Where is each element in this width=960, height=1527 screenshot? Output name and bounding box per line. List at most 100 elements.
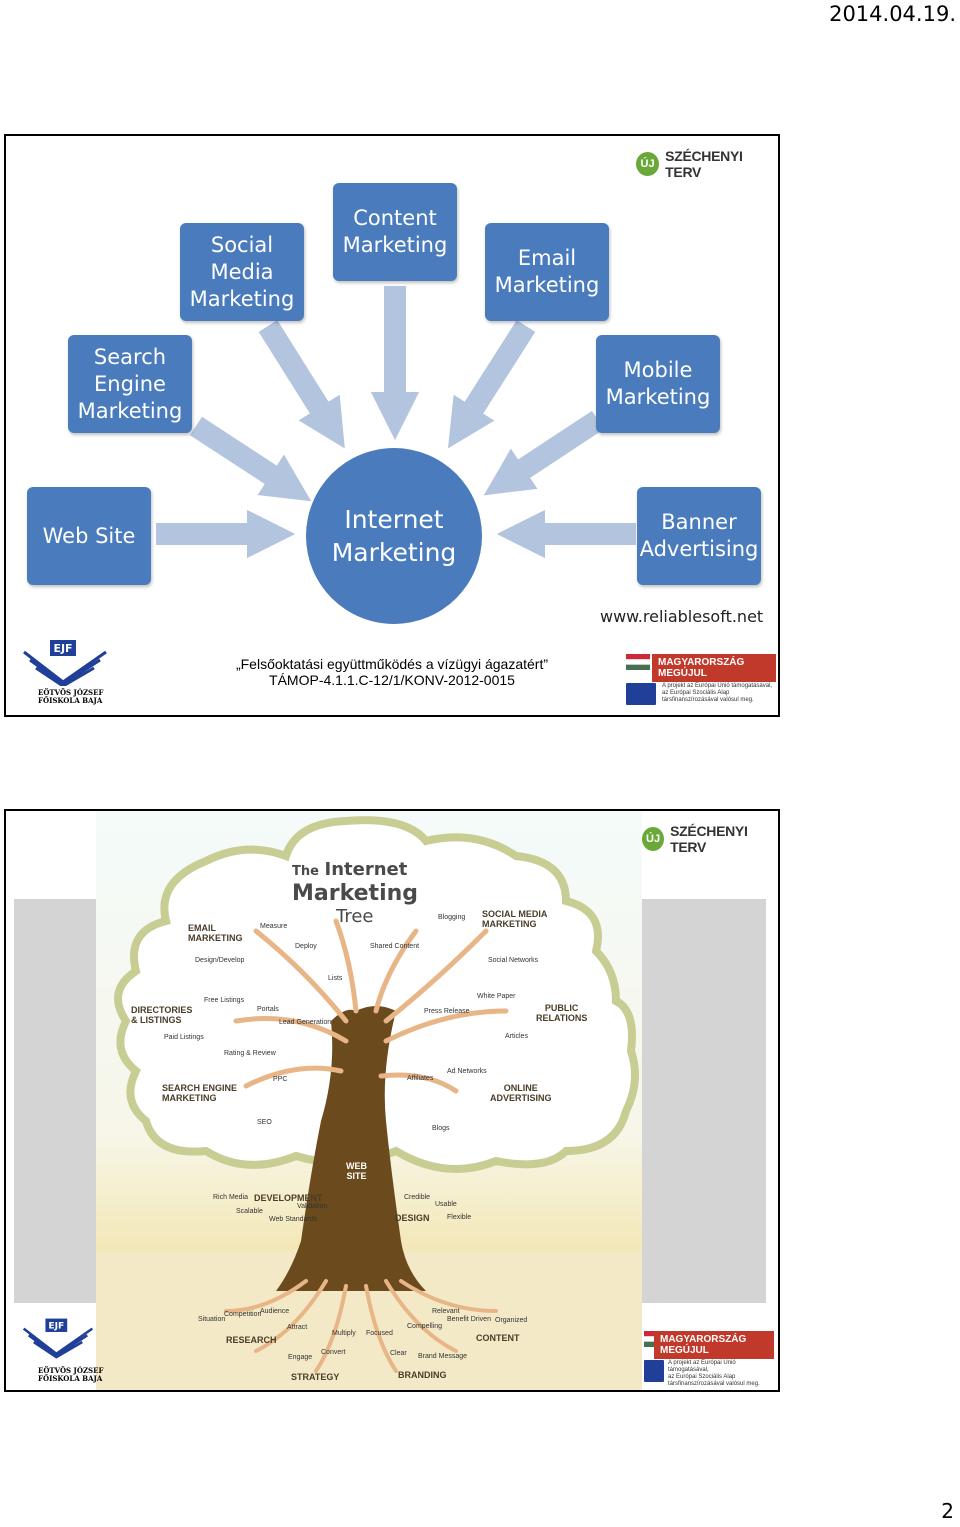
cat-content: CONTENT xyxy=(476,1333,520,1343)
tree-title: The Internet Marketing Tree xyxy=(292,859,442,928)
szechenyi-text-2: SZÉCHENYI TERV xyxy=(670,823,748,855)
label-measure: Measure xyxy=(260,923,288,930)
szechenyi-mark-icon-2: ÚJ xyxy=(642,827,665,851)
label-clear: Clear xyxy=(390,1350,407,1357)
cat-branding: BRANDING xyxy=(398,1370,447,1380)
tree-title-the: The xyxy=(292,864,319,879)
eu-note: A projekt az Európai Unió támogatásával,… xyxy=(662,683,773,703)
label-articles: Articles xyxy=(505,1033,528,1040)
slide-internet-marketing: ÚJ SZÉCHENYI TERV Social Media Marketing… xyxy=(4,134,780,717)
cat-online-advertising: ONLINE ADVERTISING xyxy=(490,1083,552,1103)
school-logo-icon-2: EJF xyxy=(22,1318,94,1359)
eu-flag-icon xyxy=(626,683,656,705)
label-affiliates: Affiliates xyxy=(407,1075,434,1082)
label-free-listings: Free Listings xyxy=(204,997,245,1004)
label-design-develop: Design/Develop xyxy=(195,957,245,964)
cat-research: RESEARCH xyxy=(226,1335,277,1345)
label-social-networks: Social Networks xyxy=(488,957,539,964)
label-brand-message: Brand Message xyxy=(418,1353,468,1360)
label-scalable: Scalable xyxy=(236,1208,263,1215)
hungarian-flag-icon xyxy=(626,654,650,670)
label-blogging: Blogging xyxy=(438,914,466,921)
label-press-release: Press Release xyxy=(424,1008,470,1015)
label-flexible: Flexible xyxy=(447,1214,472,1221)
label-audience: Audience xyxy=(260,1308,290,1315)
box-search-engine-marketing: Search Engine Marketing xyxy=(68,335,192,433)
szechenyi-mark-icon: ÚJ xyxy=(636,152,660,176)
label-shared-content: Shared Content xyxy=(370,943,420,950)
cat-web-site: WEB SITE xyxy=(346,1161,367,1181)
school-name: EÖTVÖS JÓZSEF FŐISKOLA BAJA xyxy=(38,688,104,705)
label-deploy: Deploy xyxy=(295,943,317,950)
szechenyi-text: SZÉCHENYI TERV xyxy=(665,148,743,180)
label-validation: Validation xyxy=(297,1203,328,1210)
magyarorszag-megujul-banner-2: MAGYARORSZÁG MEGÚJUL xyxy=(654,1331,774,1359)
box-mobile-marketing: Mobile Marketing xyxy=(596,335,720,433)
svg-text:EJF: EJF xyxy=(53,642,72,655)
cat-development: DEVELOPMENT xyxy=(254,1193,323,1203)
school-logo-icon: EJF xyxy=(23,640,107,686)
tree-title-tree: Tree xyxy=(336,906,374,927)
label-white-paper: White Paper xyxy=(477,993,516,1000)
label-convert: Convert xyxy=(321,1349,346,1356)
slide-marketing-tree: ÚJ SZÉCHENYI TERV The Internet Marketing… xyxy=(4,809,780,1392)
label-web-standards: Web Standards xyxy=(269,1216,318,1223)
tree-trunk xyxy=(276,1006,426,1291)
tree-illustration xyxy=(96,816,642,1390)
label-relevant: Relevant xyxy=(432,1308,460,1315)
box-web-site: Web Site xyxy=(27,487,151,585)
cat-directories-listings: DIRECTORIES & LISTINGS xyxy=(131,1005,193,1025)
circle-internet-marketing: Internet Marketing xyxy=(306,448,482,624)
label-credible: Credible xyxy=(404,1194,431,1201)
label-rich-media: Rich Media xyxy=(213,1194,249,1201)
cat-public-relations: PUBLIC RELATIONS xyxy=(536,1003,588,1023)
label-seo: SEO xyxy=(257,1119,272,1126)
arrow-social-media xyxy=(258,320,345,449)
source-url: www.reliablesoft.net xyxy=(600,607,764,626)
label-paid-listings: Paid Listings xyxy=(164,1034,204,1041)
label-usable: Usable xyxy=(435,1201,457,1208)
label-ppc: PPC xyxy=(273,1076,288,1083)
szechenyi-logo: ÚJ SZÉCHENYI TERV xyxy=(636,148,778,180)
page-number: 2 xyxy=(941,1499,954,1523)
label-lists: Lists xyxy=(328,975,343,982)
label-compelling: Compelling xyxy=(407,1323,443,1330)
svg-text:EJF: EJF xyxy=(48,1321,64,1332)
footer-project-title: „Felsőoktatási együttműködés a vízügyi á… xyxy=(202,656,582,688)
label-engage: Engage xyxy=(288,1354,313,1361)
foliage-cloud xyxy=(114,816,639,1173)
cat-design: DESIGN xyxy=(395,1213,430,1223)
magyarorszag-megujul-banner: MAGYARORSZÁG MEGÚJUL xyxy=(652,654,776,682)
box-email-marketing: Email Marketing xyxy=(485,223,609,321)
label-benefit-driven: Benefit Driven xyxy=(447,1316,491,1323)
tree-title-marketing: Marketing xyxy=(292,881,419,906)
szechenyi-logo-2: ÚJ SZÉCHENYI TERV xyxy=(642,823,778,855)
school-name-2: EÖTVÖS JÓZSEF FŐISKOLA BAJA xyxy=(38,1366,104,1383)
eu-flag-icon-2 xyxy=(644,1360,664,1382)
label-ad-networks: Ad Networks xyxy=(447,1068,487,1075)
label-multiply: Multiply xyxy=(332,1330,356,1337)
label-focused: Focused xyxy=(366,1330,393,1337)
label-blogs: Blogs xyxy=(432,1125,450,1132)
eu-note-2: A projekt az Európai Unió támogatásával,… xyxy=(668,1360,760,1387)
label-portals: Portals xyxy=(257,1006,279,1013)
footer-line-2: TÁMOP-4.1.1.C-12/1/KONV-2012-0015 xyxy=(269,672,515,688)
box-banner-advertising: Banner Advertising xyxy=(637,487,761,585)
label-attract: Attract xyxy=(287,1324,308,1331)
cat-social-media-marketing: SOCIAL MEDIA MARKETING xyxy=(482,909,548,929)
arrow-search-engine xyxy=(189,416,312,502)
footer-line-1: „Felsőoktatási együttműködés a vízügyi á… xyxy=(235,656,549,672)
label-organized: Organized xyxy=(495,1317,528,1324)
cat-search-engine-marketing: SEARCH ENGINE MARKETING xyxy=(162,1083,238,1103)
box-content-marketing: Content Marketing xyxy=(333,183,457,281)
label-rating-review: Rating & Review xyxy=(224,1050,276,1057)
cat-strategy: STRATEGY xyxy=(291,1372,340,1382)
arrow-email xyxy=(447,320,536,449)
tree-title-internet: Internet xyxy=(324,859,408,880)
arrows-diagram xyxy=(156,286,636,559)
label-lead-generation: Lead Generation xyxy=(279,1019,332,1026)
box-social-media-marketing: Social Media Marketing xyxy=(180,223,304,321)
label-competition: Competition xyxy=(224,1311,262,1318)
page-date: 2014.04.19. xyxy=(829,2,956,26)
label-situation: Situation xyxy=(198,1316,226,1323)
